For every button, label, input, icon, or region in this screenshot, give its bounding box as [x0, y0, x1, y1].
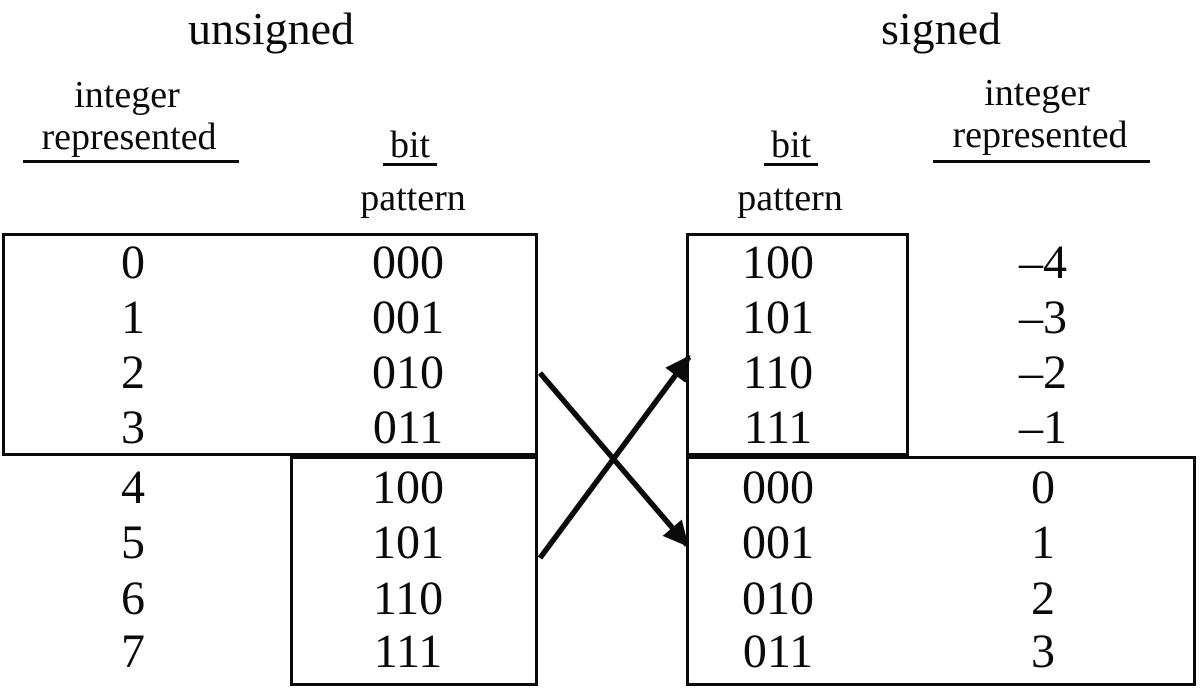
unsigned-bits-cell: 100: [372, 461, 444, 514]
signed-bits-cell: 110: [742, 346, 814, 399]
unsigned-integer-header-underline: [23, 160, 239, 163]
unsigned-integer-cell: 7: [121, 625, 145, 678]
unsigned-bits-cell: 011: [372, 401, 444, 454]
signed-integer-cell: 3: [1031, 625, 1055, 678]
signed-integer-cell: –1: [1019, 401, 1067, 454]
unsigned-integer-cell: 0: [121, 236, 145, 289]
unsigned-bit-header-underline: [383, 163, 437, 166]
signed-bit-header-line1: bit: [770, 124, 812, 166]
unsigned-bits-cell: 010: [372, 346, 444, 399]
signed-bit-header-underline: [764, 163, 818, 166]
unsigned-integer-cell: 4: [121, 461, 145, 514]
signed-bits-cell: 111: [743, 401, 813, 454]
unsigned-bits-cell: 111: [373, 625, 443, 678]
signed-bits-cell: 011: [742, 625, 814, 678]
unsigned-lower-box: [290, 456, 538, 686]
signed-integer-header-line2: represented: [952, 114, 1128, 156]
signed-integer-cell: 2: [1031, 572, 1055, 625]
unsigned-bits-cell: 110: [372, 572, 444, 625]
unsigned-integer-cell: 1: [121, 291, 145, 344]
unsigned-bits-cell: 001: [372, 291, 444, 344]
signed-integer-cell: –4: [1019, 236, 1067, 289]
arrow-unsigned-lower-to-signed-upper: [537, 354, 692, 560]
arrow-unsigned-upper-to-signed-lower: [537, 371, 690, 547]
signed-bits-cell: 100: [742, 236, 814, 289]
signed-title: signed: [880, 3, 1002, 54]
signed-bits-cell: 001: [742, 516, 814, 569]
signed-integer-cell: 1: [1031, 516, 1055, 569]
signed-bit-header-line2: pattern: [737, 177, 843, 219]
signed-bits-cell: 000: [742, 461, 814, 514]
unsigned-title: unsigned: [187, 3, 355, 54]
unsigned-integer-header-line1: integer: [74, 74, 180, 116]
unsigned-upper-box: [2, 233, 538, 456]
signed-integer-cell: 0: [1031, 461, 1055, 514]
unsigned-bit-header-line2: pattern: [360, 177, 466, 219]
signed-lower-box: [686, 456, 1196, 686]
signed-bits-cell: 101: [742, 291, 814, 344]
signed-integer-cell: –2: [1019, 346, 1067, 399]
unsigned-integer-cell: 5: [121, 516, 145, 569]
signed-bits-cell: 010: [742, 572, 814, 625]
unsigned-integer-cell: 2: [121, 346, 145, 399]
signed-upper-box: [686, 233, 909, 456]
unsigned-integer-header-line2: represented: [41, 116, 217, 158]
unsigned-bits-cell: 000: [372, 236, 444, 289]
unsigned-integer-cell: 6: [121, 572, 145, 625]
signed-integer-header-line1: integer: [984, 72, 1090, 114]
unsigned-bits-cell: 101: [372, 516, 444, 569]
unsigned-bit-header-line1: bit: [389, 124, 431, 166]
signed-integer-cell: –3: [1019, 291, 1067, 344]
signed-integer-header-underline: [933, 160, 1150, 163]
unsigned-integer-cell: 3: [121, 401, 145, 454]
